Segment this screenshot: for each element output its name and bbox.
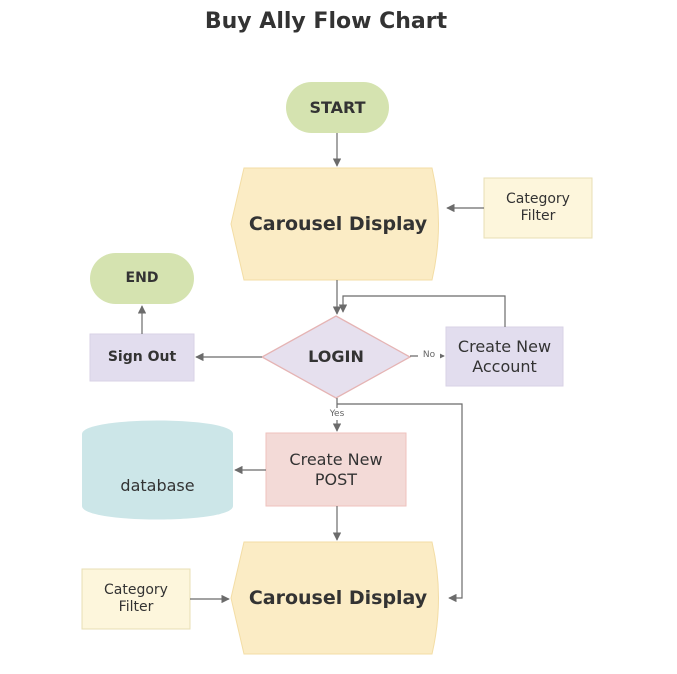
diagram-title: Buy Ally Flow Chart (204, 9, 448, 34)
database-cylinder (82, 420, 233, 520)
create-post-box (265, 432, 407, 507)
carousel-display-bottom-shape (230, 541, 439, 655)
login-decision-shape (260, 315, 412, 399)
connector-login-to-carousel-bottom (337, 403, 463, 603)
carousel-display-top-shape (230, 167, 439, 281)
category-filter-top-box (483, 177, 593, 239)
category-filter-bottom-box (81, 568, 191, 630)
connector-account-to-login (338, 295, 506, 327)
start-terminal (286, 82, 389, 133)
end-terminal (90, 253, 194, 304)
create-account-box (445, 326, 564, 387)
sign-out-box (89, 333, 195, 382)
